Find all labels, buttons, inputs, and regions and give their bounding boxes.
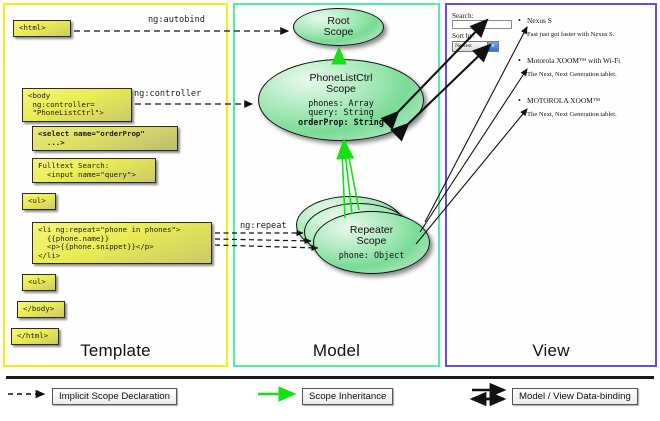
code-box-ul-close: <ul> [22, 274, 56, 291]
code-box-ul-open: <ul> [22, 193, 56, 210]
scope-root: Root Scope [293, 8, 384, 46]
scope-root-title: Root Scope [323, 14, 354, 38]
code-box-body-end: </body> [17, 301, 65, 318]
code-box-body: <body ng:controller= "PhoneListCtrl"> [22, 88, 132, 122]
panel-label-model: Model [312, 341, 361, 360]
sort-by-label: Sort by: [452, 32, 475, 40]
legend: Implicit Scope Declaration Scope Inherit… [0, 374, 660, 421]
legend-label-model-view-data-binding: Model / View Data-binding [512, 388, 638, 405]
phone-snippet: Fast just got faster with Nexus S. [527, 31, 615, 38]
phone-snippet: The Next, Next Generation tablet. [527, 111, 617, 118]
scope-phonelistctrl-title: PhoneListCtrl Scope [309, 71, 373, 96]
scope-phonelistctrl-props-plain: phones: Array query: String [308, 97, 374, 118]
scope-repeater: Repeater Scope phone: Object [313, 211, 430, 274]
legend-divider [6, 376, 654, 379]
list-item: Nexus S Fast just got faster with Nexus … [518, 16, 648, 39]
scope-phonelistctrl-props-bold: orderProp: String [298, 116, 384, 127]
sort-by-selected-value: Newest [455, 43, 472, 49]
phone-name: Nexus S [518, 16, 648, 25]
code-box-li-repeat: <li ng:repeat="phone in phones"> {{phone… [32, 222, 212, 265]
search-input[interactable] [452, 20, 512, 29]
chevron-updown-icon[interactable]: ▾ [487, 42, 498, 51]
code-box-select: <select name="orderProp" ...> [32, 126, 178, 152]
scope-repeater-props: phone: Object [338, 249, 405, 260]
view-rendered-page: Search: Sort by: Newest ▾ Nexus S Fast j… [452, 12, 652, 142]
edge-label-ng-autobind: ng:autobind [148, 15, 205, 25]
panel-label-template: Template [80, 341, 151, 360]
code-box-html: <html> [13, 20, 71, 37]
search-label: Search: [452, 12, 474, 20]
list-item: MOTOROLA XOOM™ The Next, Next Generation… [518, 96, 648, 119]
scope-repeater-title: Repeater Scope [349, 223, 394, 248]
code-box-search: Fulltext Search: <input name="query"> [32, 158, 156, 184]
panel-model: Model [233, 3, 440, 367]
code-box-html-end: </html> [11, 328, 59, 345]
panel-label-view: View [532, 341, 570, 360]
phone-snippet: The Next, Next Generation tablet. [527, 71, 617, 78]
list-item: Motorola XOOM™ with Wi-Fi The Next, Next… [518, 56, 648, 79]
sort-by-select[interactable]: Newest ▾ [452, 41, 499, 52]
scope-phonelistctrl: PhoneListCtrl Scope phones: Array query:… [258, 59, 424, 141]
phone-name: Motorola XOOM™ with Wi-Fi [518, 56, 648, 65]
legend-label-scope-inheritance: Scope Inheritance [302, 388, 394, 405]
edge-label-ng-controller: ng:controller [134, 89, 202, 99]
edge-label-ng-repeat: ng:repeat [240, 221, 287, 231]
legend-label-implicit-scope-declaration: Implicit Scope Declaration [52, 388, 177, 405]
phone-name: MOTOROLA XOOM™ [518, 96, 648, 105]
